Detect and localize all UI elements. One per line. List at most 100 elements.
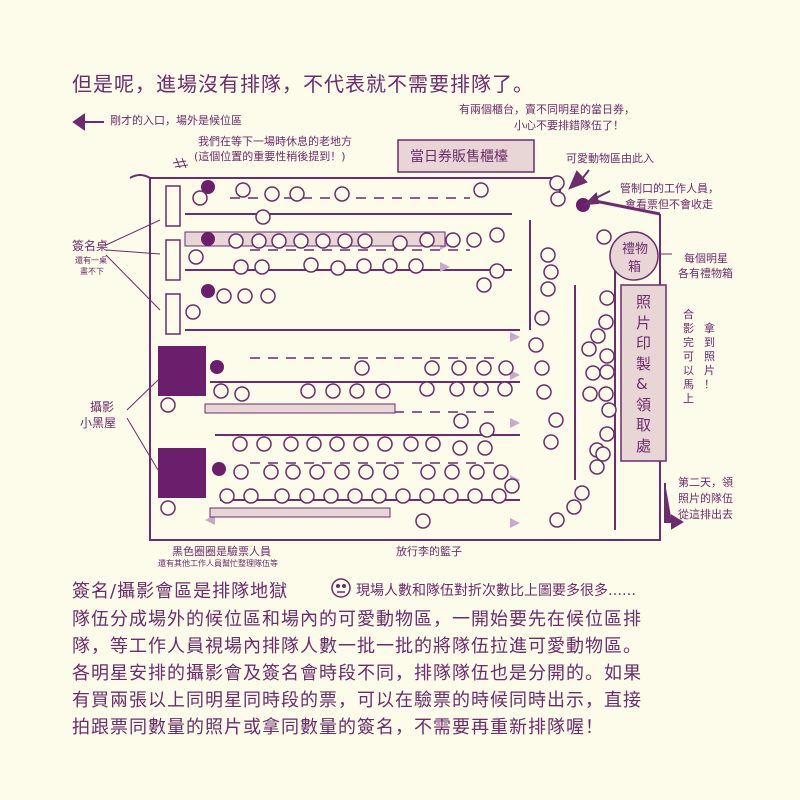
queue-person bbox=[536, 384, 552, 400]
queue-person bbox=[574, 485, 590, 501]
queue-person bbox=[392, 235, 408, 251]
body-heading: 簽名/攝影會區是排隊地獄 bbox=[72, 581, 289, 602]
queue-person bbox=[358, 464, 374, 480]
annotation-arrow-icon bbox=[72, 113, 85, 131]
annotation-arrow-icon bbox=[671, 514, 684, 530]
queue-person bbox=[403, 436, 419, 452]
queue-person bbox=[424, 360, 440, 376]
queue-person bbox=[585, 365, 601, 381]
queue-person bbox=[419, 488, 435, 504]
queue-person bbox=[467, 488, 483, 504]
queue-person bbox=[293, 233, 309, 249]
queue-person bbox=[235, 182, 251, 198]
queue-person bbox=[330, 260, 346, 276]
queue-person bbox=[337, 233, 353, 249]
body-line: 各明星安排的攝影會及簽名會時段不同，排隊隊伍也是分開的。如果 bbox=[72, 663, 642, 684]
queue-person bbox=[228, 233, 244, 249]
queue-person bbox=[453, 413, 469, 429]
queue-person bbox=[233, 464, 249, 480]
movable-entry-label: 可愛動物區由此入 bbox=[566, 152, 654, 165]
queue-person bbox=[596, 229, 612, 245]
entrance-label: 剛才的入口，場外是候位區 bbox=[110, 114, 242, 127]
queue-person bbox=[192, 190, 208, 206]
queue-person bbox=[543, 434, 559, 450]
queue-person bbox=[534, 310, 550, 326]
queue-person bbox=[476, 277, 492, 293]
queue-person bbox=[479, 422, 495, 438]
queue-person bbox=[419, 381, 435, 397]
staff-label: 管制口的工作人員， bbox=[620, 182, 719, 195]
queue-person bbox=[469, 464, 485, 480]
ticket-check-staff bbox=[212, 462, 226, 476]
flow-arrow-icon bbox=[510, 332, 520, 342]
sign-table bbox=[165, 185, 181, 227]
queue-person bbox=[160, 500, 176, 516]
photo-print-label: 照片印製&領取處 bbox=[636, 293, 652, 455]
rest-spot-note: (這個位置的重要性稍後提到！) bbox=[194, 150, 346, 163]
queue-person bbox=[549, 512, 565, 528]
queue-person bbox=[289, 186, 305, 202]
sign-table bbox=[165, 239, 181, 281]
queue-person bbox=[452, 440, 468, 456]
sign-table-note: 還有一桌 bbox=[75, 256, 107, 265]
queue-person bbox=[254, 259, 270, 275]
queue-person bbox=[160, 397, 176, 413]
queue-person bbox=[375, 383, 391, 399]
queue-person bbox=[219, 488, 235, 504]
day2-label-3: 從這排出去 bbox=[678, 508, 733, 521]
queue-person bbox=[466, 232, 482, 248]
queue-person bbox=[213, 383, 229, 399]
black-circles-label: 黑色圈圈是驗票人員 bbox=[172, 545, 271, 558]
queue-person bbox=[601, 402, 617, 418]
queue-person bbox=[443, 488, 459, 504]
queue-person bbox=[473, 381, 489, 397]
page-title: 但是呢，進場沒有排隊，不代表就不需要排隊了。 bbox=[72, 72, 534, 96]
luggage-basket bbox=[204, 403, 396, 414]
photo-room bbox=[158, 448, 206, 498]
queue-person bbox=[354, 360, 370, 376]
queue-person bbox=[599, 426, 615, 442]
queue-person bbox=[599, 364, 615, 380]
queue-person bbox=[334, 464, 350, 480]
queue-person bbox=[233, 259, 249, 275]
queue-person bbox=[581, 341, 597, 357]
queue-person bbox=[329, 436, 345, 452]
body-line: 隊，等工作人員視場內排隊人數一批一批的將隊伍拉進可愛動物區。 bbox=[72, 636, 642, 657]
queue-person bbox=[300, 383, 316, 399]
ticket-check-staff bbox=[576, 198, 590, 212]
rest-spot-label: 我們在等下一場時休息的老地方 bbox=[198, 135, 352, 148]
queue-person bbox=[260, 288, 276, 304]
queue-person bbox=[420, 464, 436, 480]
queue-person bbox=[299, 488, 315, 504]
queue-person bbox=[477, 440, 493, 456]
annotation-arrow-icon bbox=[664, 483, 672, 523]
sign-table-note-2: 畫不下 bbox=[80, 267, 104, 276]
photo-room-label: 攝影 bbox=[90, 400, 115, 414]
queue-person bbox=[598, 386, 614, 402]
gift-box-label-2: 箱 bbox=[628, 260, 642, 275]
queue-person bbox=[534, 360, 550, 376]
body-line: 有買兩張以上同明星同時段的票，可以在驗票的時候同時出示，直接 bbox=[72, 690, 642, 711]
queue-person bbox=[382, 258, 398, 274]
flow-arrow-icon bbox=[510, 370, 520, 380]
queue-person bbox=[188, 249, 204, 265]
queue-person bbox=[357, 233, 373, 249]
queue-person bbox=[323, 488, 339, 504]
body-heading-note: 現場人數和隊伍對折次數比上圖要多很多…… bbox=[356, 583, 636, 599]
queue-person bbox=[255, 209, 271, 225]
queue-person bbox=[283, 436, 299, 452]
queue-person bbox=[285, 464, 301, 480]
flow-arrow-icon bbox=[510, 418, 520, 428]
photo-take-note: 合影完可以馬上 bbox=[683, 308, 694, 405]
queue-person bbox=[497, 381, 513, 397]
skull-icon bbox=[331, 578, 351, 598]
flow-arrow-icon bbox=[440, 262, 450, 272]
queue-person bbox=[504, 478, 520, 494]
queue-person bbox=[377, 436, 393, 452]
queue-person bbox=[543, 264, 559, 280]
queue-person bbox=[371, 488, 387, 504]
body-line: 拍跟票同數量的照片或拿同數量的簽名，不需要再重新排隊喔！ bbox=[72, 717, 604, 738]
queue-person bbox=[419, 232, 435, 248]
annotation-arrow-icon bbox=[568, 170, 588, 190]
